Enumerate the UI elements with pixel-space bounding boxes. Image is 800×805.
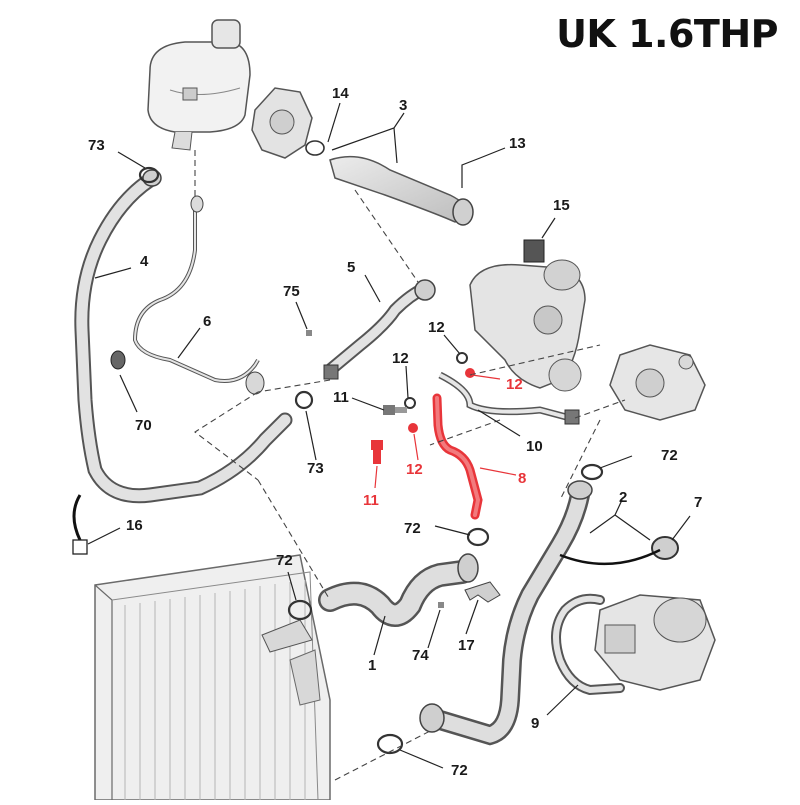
callout-72-mid: 72 bbox=[404, 520, 421, 537]
callout-12-mid: 12 bbox=[392, 350, 409, 367]
callout-74: 74 bbox=[412, 647, 429, 664]
callout-16: 16 bbox=[126, 517, 143, 534]
oil-filter-housing bbox=[594, 594, 716, 691]
callout-2: 2 bbox=[619, 489, 627, 506]
callout-72-bottom: 72 bbox=[451, 762, 468, 779]
clamp-73-lower bbox=[294, 390, 314, 410]
callout-15: 15 bbox=[553, 197, 570, 214]
callout-11-red: 11 bbox=[363, 492, 379, 509]
callout-73-lower: 73 bbox=[307, 460, 324, 477]
callout-70: 70 bbox=[135, 417, 152, 434]
callout-72-left: 72 bbox=[276, 552, 293, 569]
callout-11: 11 bbox=[333, 389, 349, 406]
callout-1: 1 bbox=[368, 657, 376, 674]
thermostat-housing bbox=[609, 344, 706, 421]
callout-9: 9 bbox=[531, 715, 539, 732]
callout-12-red-right: 12 bbox=[506, 376, 523, 393]
callout-8-red: 8 bbox=[518, 470, 526, 487]
clamp-72-mid bbox=[466, 527, 490, 547]
turbocharger bbox=[469, 239, 586, 392]
callout-6: 6 bbox=[203, 313, 211, 330]
washer-12-red bbox=[465, 368, 475, 378]
callout-72-top: 72 bbox=[661, 447, 678, 464]
callout-7: 7 bbox=[694, 494, 702, 511]
reference-box-16 bbox=[72, 539, 88, 555]
clamp-73-top bbox=[138, 166, 160, 184]
hose-3 bbox=[329, 155, 474, 226]
bracket-17 bbox=[464, 581, 501, 603]
radiator bbox=[94, 554, 331, 801]
callout-10: 10 bbox=[526, 438, 543, 455]
engine-title: UK 1.6THP bbox=[556, 12, 778, 56]
clamp-72-bottom bbox=[376, 733, 404, 755]
clamp-72-top bbox=[580, 463, 604, 481]
bolt-11-red bbox=[371, 440, 383, 464]
callout-17: 17 bbox=[458, 637, 475, 654]
callout-5: 5 bbox=[347, 259, 355, 276]
callout-73-top: 73 bbox=[88, 137, 105, 154]
expansion-tank bbox=[147, 19, 251, 151]
callout-14: 14 bbox=[332, 85, 349, 102]
callout-12-upper: 12 bbox=[428, 319, 445, 336]
callout-13: 13 bbox=[509, 135, 526, 152]
callout-12-red-lower: 12 bbox=[406, 461, 423, 478]
clamp-72-left bbox=[287, 599, 313, 621]
water-outlet-housing bbox=[251, 87, 325, 159]
callout-4: 4 bbox=[140, 253, 149, 270]
callout-3: 3 bbox=[399, 97, 407, 114]
pipe-8-highlighted bbox=[432, 393, 483, 520]
callout-75: 75 bbox=[283, 283, 300, 300]
hose-6 bbox=[132, 200, 260, 383]
washer-12-red-lower bbox=[408, 423, 418, 433]
